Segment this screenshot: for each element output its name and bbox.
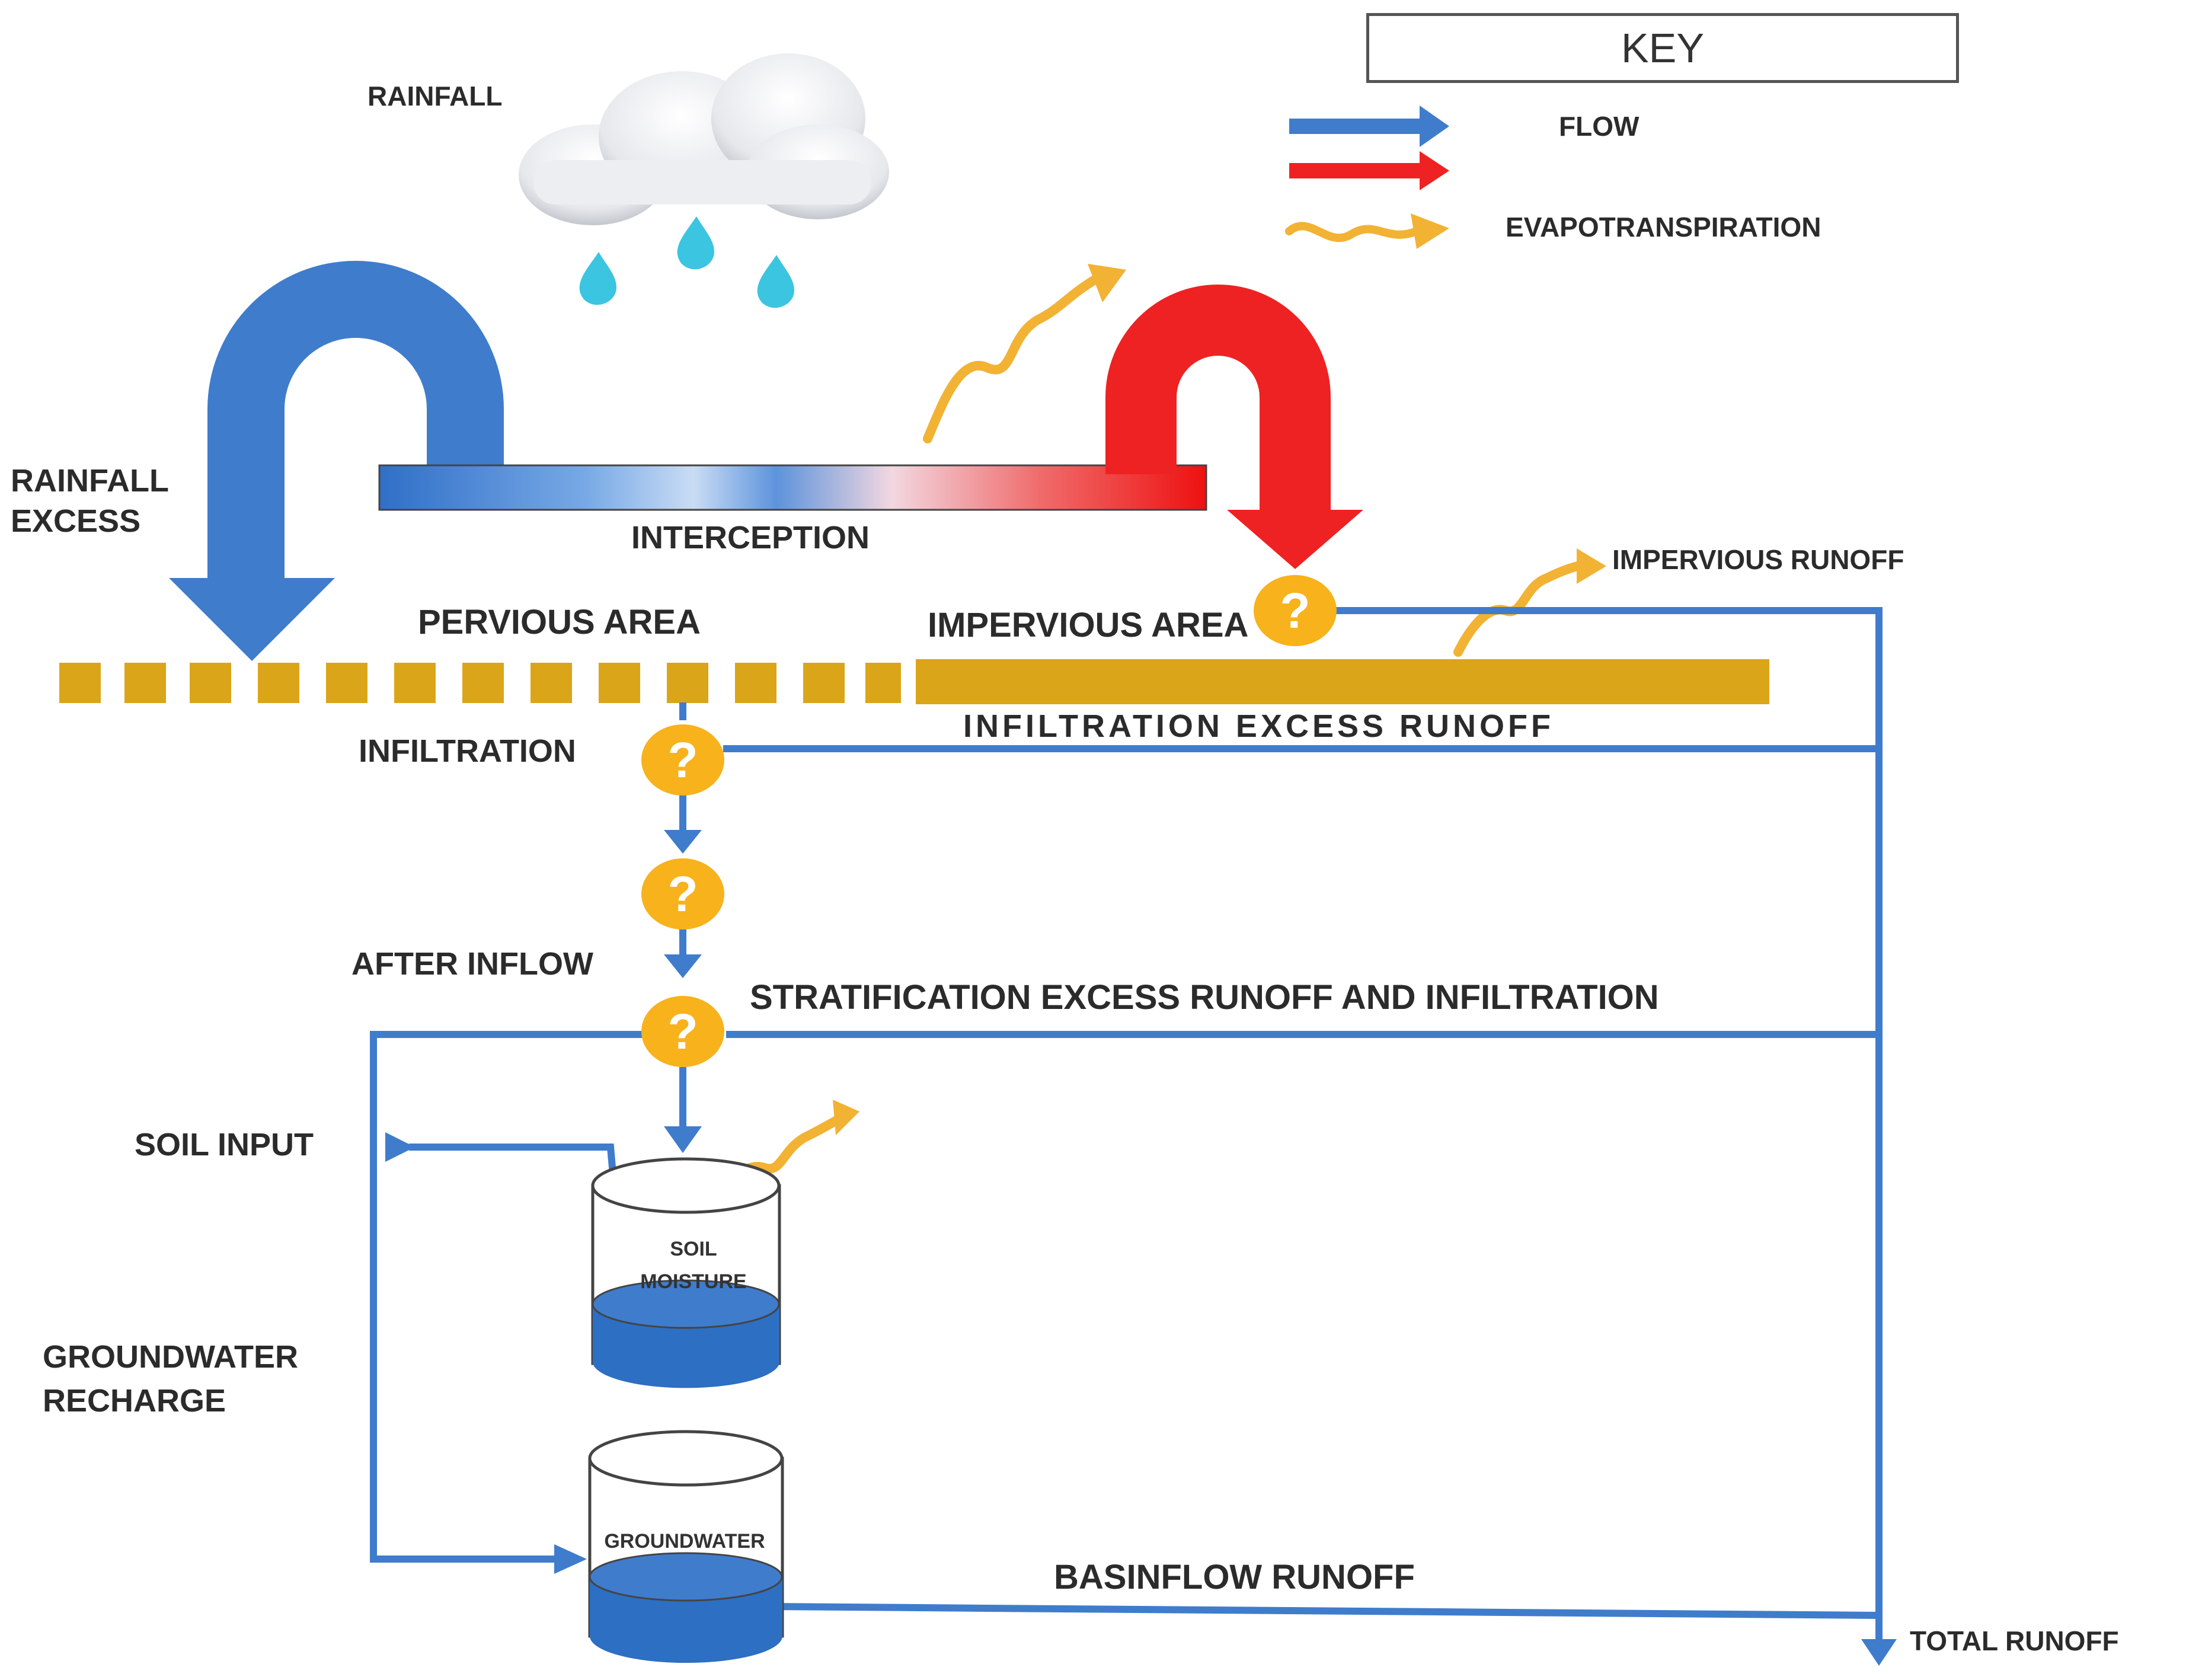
key-flow-arrow-blue bbox=[1289, 106, 1449, 147]
groundwater-recharge-label-line2: RECHARGE bbox=[43, 1383, 226, 1419]
groundwater-tank-label: GROUNDWATER bbox=[604, 1530, 765, 1553]
evapotranspiration-heads bbox=[833, 264, 1606, 1135]
groundwater-tank bbox=[588, 1430, 784, 1663]
soil-moisture-label-line1: SOIL bbox=[670, 1238, 717, 1260]
infiltration-decision-node: ? bbox=[641, 724, 724, 796]
rainfall-excess-label-line1: RAINFALL bbox=[11, 463, 169, 499]
impervious-decision-node: ? bbox=[1254, 575, 1337, 646]
impervious-flow-arrow bbox=[1105, 285, 1363, 569]
rain-cloud-icon bbox=[519, 53, 889, 225]
stratification-label: STRATIFICATION EXCESS RUNOFF AND INFILTR… bbox=[750, 978, 1659, 1017]
key-flow-arrow-red bbox=[1289, 151, 1449, 190]
impervious-area-label: IMPERVIOUS AREA bbox=[928, 606, 1249, 644]
rainfall-excess-arrow bbox=[169, 261, 504, 661]
total-runoff-label: TOTAL RUNOFF bbox=[1910, 1625, 2119, 1656]
key-evapotranspiration-squiggle bbox=[1285, 213, 1449, 249]
infiltration-label: INFILTRATION bbox=[359, 733, 576, 769]
impervious-surface bbox=[916, 659, 1769, 704]
key-flow-label: FLOW bbox=[1559, 111, 1640, 142]
soil-moisture-label-line2: MOISTURE bbox=[640, 1270, 747, 1293]
soil-moisture-tank bbox=[591, 1157, 781, 1388]
rainfall-label: RAINFALL bbox=[367, 81, 503, 111]
pervious-area-label: PERVIOUS AREA bbox=[418, 603, 701, 641]
groundwater-recharge-label-line1: GROUNDWATER bbox=[43, 1339, 298, 1375]
after-inflow-decision-node: ? bbox=[641, 858, 724, 930]
rain-drops-icon bbox=[579, 216, 794, 308]
interception-label: INTERCEPTION bbox=[631, 520, 870, 555]
interception-bar bbox=[378, 464, 1207, 511]
impervious-runoff-label: IMPERVIOUS RUNOFF bbox=[1612, 544, 1904, 575]
after-inflow-label: AFTER INFLOW bbox=[351, 946, 593, 982]
key-title: KEY bbox=[1366, 13, 1959, 83]
key-evapotranspiration-label: EVAPOTRANSPIRATION bbox=[1506, 212, 1821, 242]
soil-input-label: SOIL INPUT bbox=[135, 1127, 314, 1162]
infiltration-excess-runoff-label: INFILTRATION EXCESS RUNOFF bbox=[963, 708, 1554, 744]
pervious-surface bbox=[59, 663, 901, 703]
rainfall-excess-label-line2: EXCESS bbox=[11, 503, 141, 539]
stratification-decision-node: ? bbox=[641, 996, 724, 1067]
flow-arrowheads bbox=[385, 830, 1897, 1666]
basinflow-runoff-label: BASINFLOW RUNOFF bbox=[1054, 1558, 1415, 1596]
